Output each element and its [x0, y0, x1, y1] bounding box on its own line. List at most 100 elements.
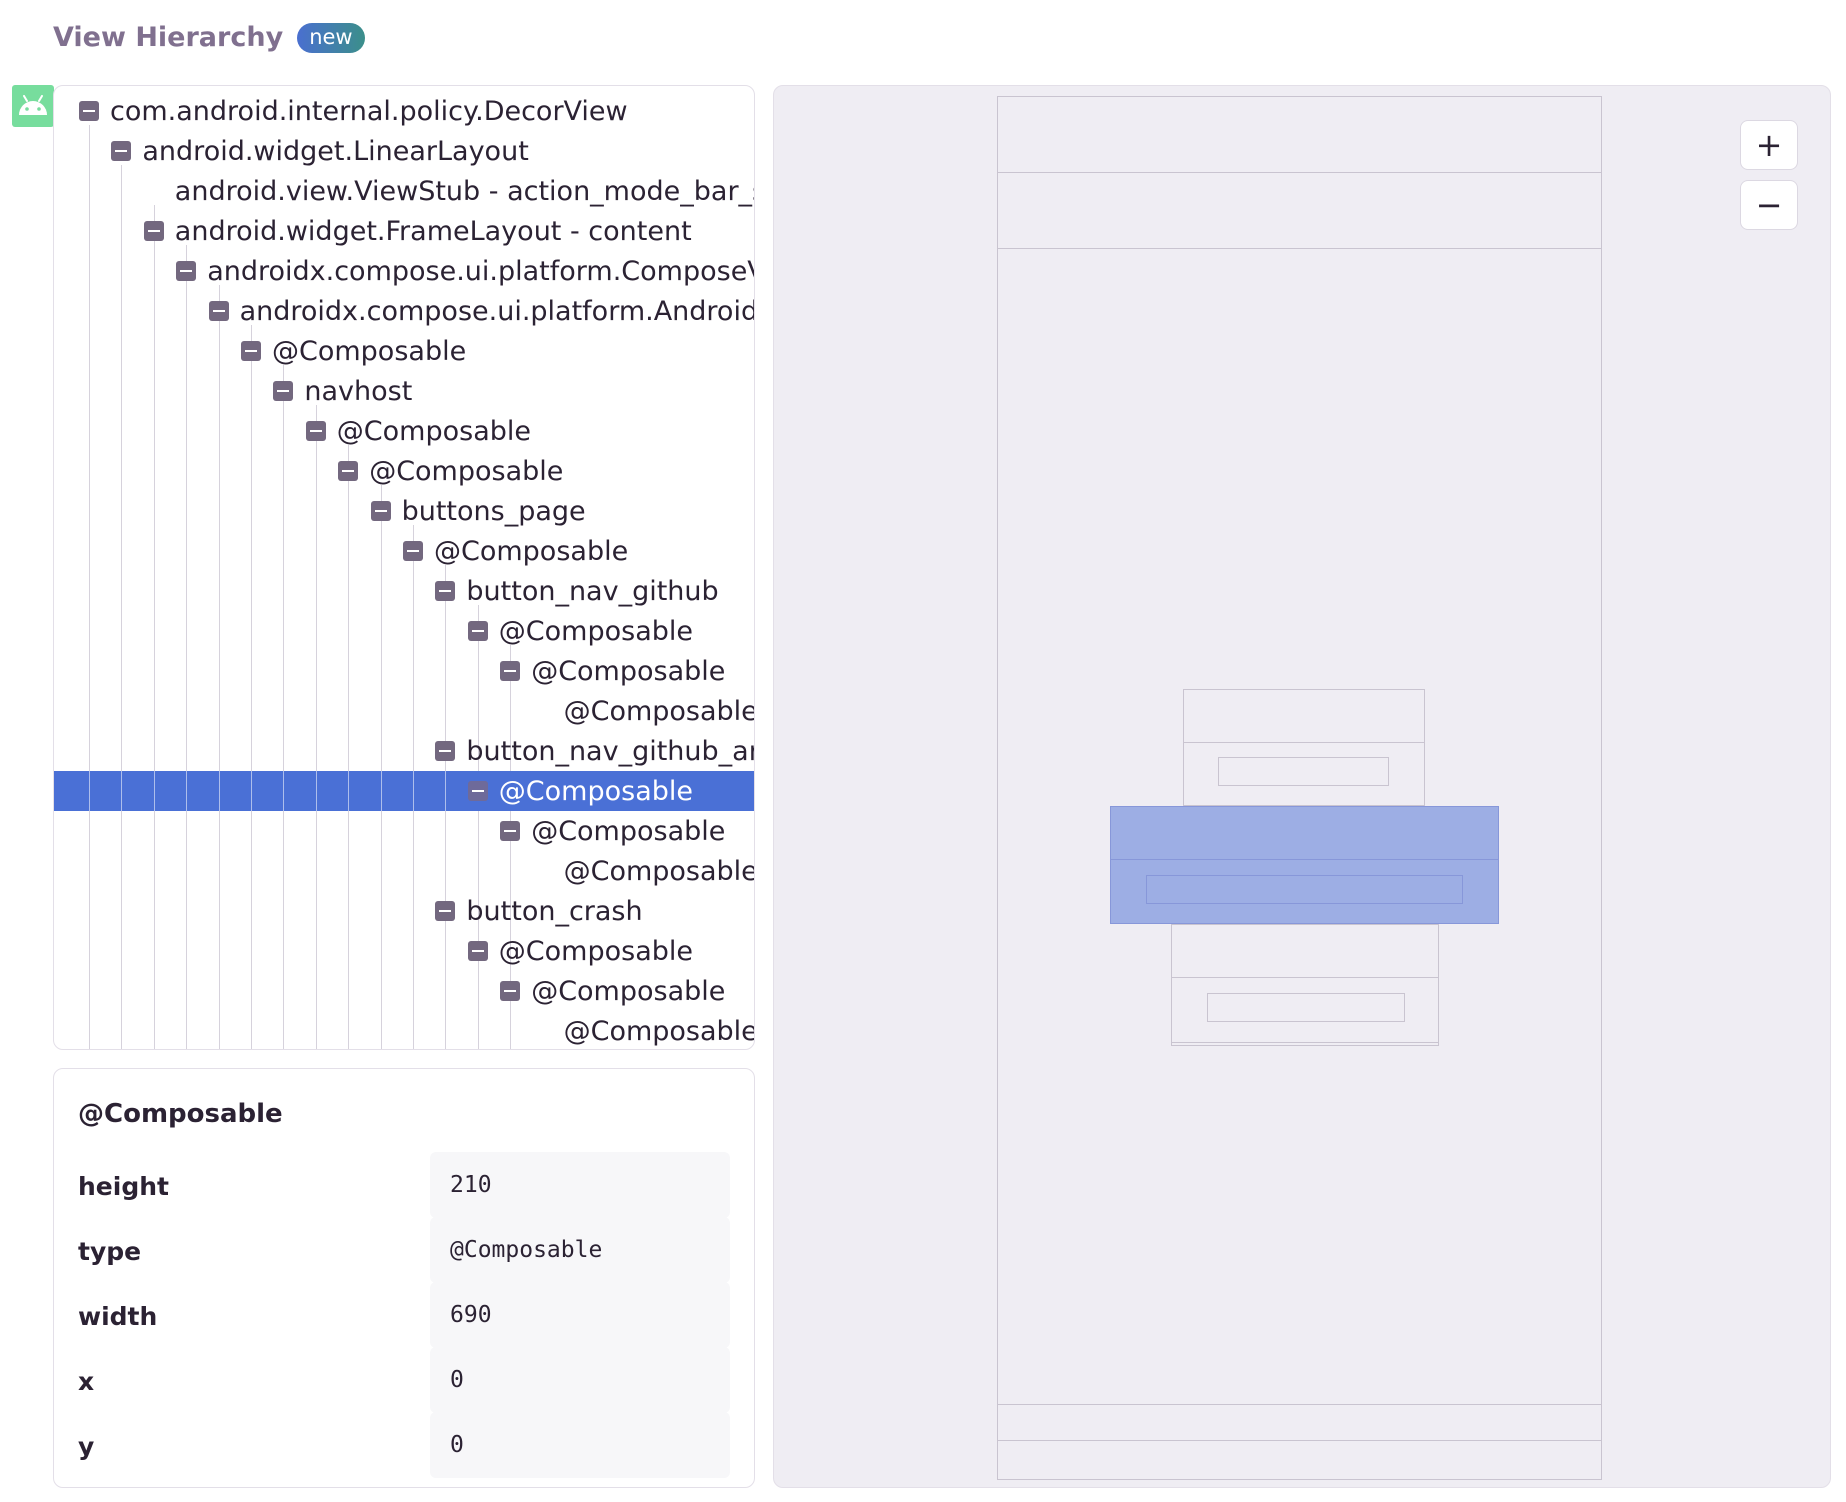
- tree-guide-line: [218, 285, 220, 1049]
- tree-node-label: @Composable: [498, 615, 693, 647]
- collapse-icon[interactable]: [500, 981, 521, 1001]
- tree-node[interactable]: android.widget.FrameLayout - content: [54, 211, 754, 251]
- zoom-out-button[interactable]: −: [1740, 180, 1798, 230]
- tree-guide-line: [283, 771, 285, 811]
- wireframe-preview[interactable]: + −: [773, 85, 1831, 1488]
- tree-node[interactable]: @Composable: [54, 931, 754, 971]
- tree-node[interactable]: androidx.compose.ui.platform.AndroidComp…: [54, 291, 754, 331]
- tree-node[interactable]: @Composable: [54, 971, 754, 1011]
- collapse-icon[interactable]: [241, 341, 261, 361]
- tree-node[interactable]: @Composable: [54, 811, 754, 851]
- collapse-icon[interactable]: [79, 101, 99, 121]
- tree-node[interactable]: button_nav_github_android: [54, 731, 754, 771]
- tree-node-label: button_crash: [466, 895, 643, 927]
- property-value[interactable]: 0: [430, 1347, 730, 1413]
- tree-node[interactable]: android.view.ViewStub - action_mode_bar_…: [54, 171, 754, 211]
- collapse-icon[interactable]: [435, 581, 456, 601]
- collapse-icon[interactable]: [111, 141, 132, 161]
- tree-node[interactable]: @Composable: [54, 331, 754, 371]
- tree-node-label: android.widget.FrameLayout - content: [174, 215, 692, 247]
- property-key: y: [78, 1432, 95, 1461]
- collapse-icon[interactable]: [370, 501, 391, 521]
- tree-node[interactable]: com.android.internal.policy.DecorView: [54, 91, 754, 131]
- tree-node-label: androidx.compose.ui.platform.AndroidComp…: [239, 295, 754, 327]
- wireframe-button-nav-github-text: [1218, 757, 1389, 786]
- tree-node-label: @Composable: [369, 455, 564, 487]
- collapse-icon[interactable]: [403, 541, 423, 561]
- tree-node-label: @Composable: [336, 415, 531, 447]
- tree-node[interactable]: buttons_page: [54, 491, 754, 531]
- collapse-icon[interactable]: [208, 301, 229, 321]
- tree-node[interactable]: button_crash: [54, 891, 754, 931]
- tree-node[interactable]: @Composable: [54, 411, 754, 451]
- tree-node-label: navhost: [304, 375, 413, 407]
- tree-node-label: @Composable: [563, 855, 755, 887]
- tree-node-label: @Composable: [272, 335, 467, 367]
- tree-node[interactable]: @Composable: [54, 1011, 755, 1049]
- tree-guide-line: [89, 125, 90, 1049]
- tree-node-label: @Composable: [563, 1015, 755, 1047]
- android-icon: [12, 85, 54, 127]
- collapse-icon[interactable]: [500, 821, 521, 841]
- new-badge: new: [297, 22, 365, 53]
- tree-guide-line: [315, 405, 317, 1049]
- collapse-icon[interactable]: [338, 461, 359, 481]
- property-value[interactable]: 210: [430, 1152, 730, 1218]
- collapse-icon[interactable]: [305, 421, 326, 441]
- tree-node[interactable]: @Composable: [54, 651, 754, 691]
- tree-guide-line: [445, 771, 447, 811]
- tree-node[interactable]: @Composable: [54, 691, 754, 731]
- property-value-text: 210: [450, 1172, 492, 1198]
- wireframe-selected-text: [1146, 875, 1463, 904]
- collapse-icon[interactable]: [467, 621, 488, 641]
- tree-node[interactable]: navhost: [54, 371, 754, 411]
- property-value[interactable]: 0: [430, 1412, 730, 1478]
- collapse-icon[interactable]: [176, 261, 197, 281]
- tree-node-label: button_nav_github: [466, 575, 719, 607]
- tree-node-label: androidx.compose.ui.platform.ComposeView: [207, 255, 755, 287]
- tree-guide-line: [153, 771, 155, 811]
- tree-guide-line: [121, 771, 123, 811]
- collapse-icon[interactable]: [467, 941, 488, 961]
- tree-node[interactable]: @Composable: [54, 851, 754, 891]
- tree-guide-line: [153, 205, 155, 1049]
- tree-node[interactable]: @Composable: [54, 531, 754, 571]
- tree-node-label: button_nav_github_android: [466, 735, 754, 767]
- panel-header: View Hierarchy new: [53, 22, 365, 53]
- property-value-text: 0: [450, 1367, 464, 1393]
- tree-node[interactable]: android.widget.LinearLayout: [54, 131, 754, 171]
- tree-guide-line: [186, 771, 188, 811]
- collapse-icon[interactable]: [500, 661, 521, 681]
- tree-node[interactable]: androidx.compose.ui.platform.ComposeView: [54, 251, 754, 291]
- tree-node-label: @Composable: [531, 655, 726, 687]
- collapse-icon[interactable]: [143, 221, 164, 241]
- collapse-icon[interactable]: [273, 381, 294, 401]
- property-value[interactable]: 690: [430, 1282, 730, 1348]
- tree-node[interactable]: button_nav_github: [54, 571, 754, 611]
- tree-guide-line: [315, 771, 317, 811]
- tree-guide-line: [380, 771, 382, 811]
- minus-icon: −: [1755, 186, 1783, 224]
- tree-node[interactable]: @Composable: [54, 451, 754, 491]
- collapse-icon[interactable]: [467, 781, 488, 801]
- tree-node-label: @Composable: [531, 815, 726, 847]
- property-key: type: [78, 1237, 142, 1266]
- wireframe-button-crash-text: [1207, 993, 1405, 1022]
- collapse-icon[interactable]: [435, 901, 456, 921]
- zoom-in-button[interactable]: +: [1740, 120, 1798, 170]
- wireframe-button-crash-inner: [1171, 977, 1439, 1043]
- tree-node[interactable]: @Composable: [54, 611, 754, 651]
- tree-node-label: @Composable: [563, 695, 755, 727]
- tree-node-label: android.view.ViewStub - action_mode_bar_…: [174, 175, 755, 207]
- wireframe-selected-inner: [1110, 859, 1499, 924]
- property-value-text: 0: [450, 1432, 464, 1458]
- tree-guide-line: [510, 645, 512, 1049]
- property-value[interactable]: @Composable: [430, 1217, 730, 1283]
- wireframe-status-bar: [997, 96, 1602, 173]
- plus-icon: +: [1755, 126, 1783, 164]
- tree-node-label: @Composable: [498, 775, 693, 807]
- collapse-icon[interactable]: [435, 741, 456, 761]
- property-key: height: [78, 1172, 169, 1201]
- tree-node-selected[interactable]: @Composable: [54, 771, 754, 811]
